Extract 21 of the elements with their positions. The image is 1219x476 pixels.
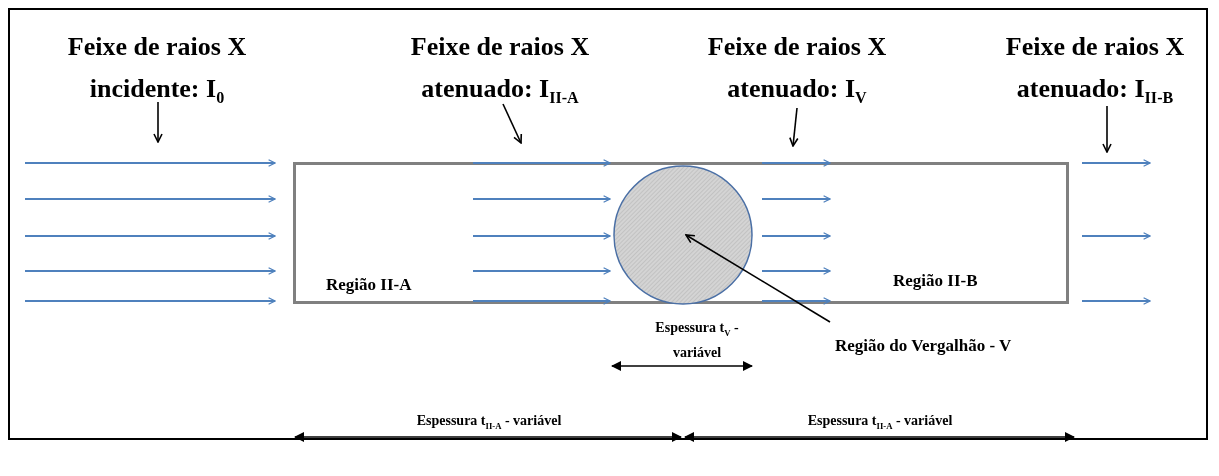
region-label: Região II-A [326, 275, 412, 295]
leader-arrow [1102, 105, 1112, 153]
leader-arrow [789, 107, 799, 147]
dimension-label: Espessura t$_{V}$ - variável [654, 319, 740, 362]
region-label: Região do Vergalhão - V [835, 336, 1012, 356]
leader-arrow [685, 234, 831, 323]
beam-heading: Feixe de raios X incidente: I$_{0}$ [17, 26, 297, 120]
specimen-box [293, 162, 1069, 304]
dimension-label: Espessura t$_{II-A}$ - variável [415, 412, 563, 433]
x-ray-beam [762, 157, 832, 307]
x-ray-beam [25, 157, 277, 307]
leader-arrow [153, 101, 163, 143]
x-ray-beam [1082, 157, 1152, 307]
beam-heading: Feixe de raios X atenuado: I$_{II-B}$ [955, 26, 1219, 120]
region-label: Região II-B [893, 271, 978, 291]
leader-arrow [502, 103, 523, 144]
x-ray-beam [473, 157, 612, 307]
rebar-cross-section [613, 165, 753, 305]
dimension-label: Espessura t$_{II-A}$ - variável [806, 412, 954, 433]
beam-heading: Feixe de raios X atenuado: I$_{V}$ [657, 26, 937, 120]
beam-heading: Feixe de raios X atenuado: I$_{II-A}$ [360, 26, 640, 120]
